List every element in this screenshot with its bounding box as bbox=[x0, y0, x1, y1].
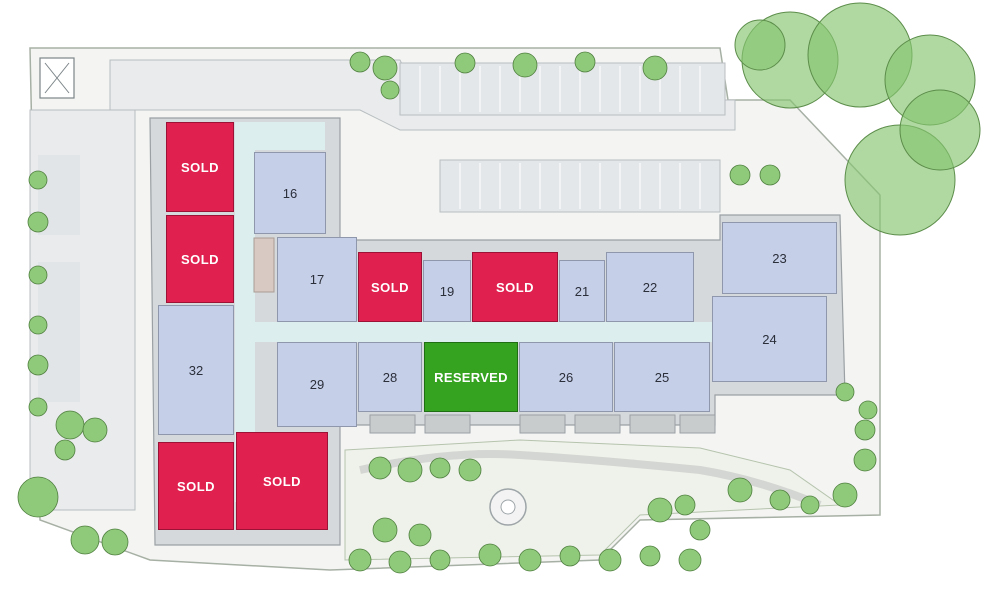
garden-path bbox=[359, 450, 822, 509]
corridor-north bbox=[250, 122, 325, 150]
unit-label: SOLD bbox=[370, 279, 410, 295]
unit-label: 23 bbox=[772, 250, 787, 266]
unit-label: 21 bbox=[574, 283, 590, 299]
unit-17[interactable]: 17 bbox=[277, 237, 357, 322]
unit-label: SOLD bbox=[176, 478, 216, 494]
unit-label: 25 bbox=[654, 369, 670, 385]
unit-label: 26 bbox=[558, 369, 574, 385]
unit-label: 32 bbox=[188, 362, 204, 378]
unit-19[interactable]: 19 bbox=[423, 260, 471, 322]
unit-label: 19 bbox=[439, 283, 455, 299]
unit-29[interactable]: 29 bbox=[277, 342, 357, 427]
unit-label: SOLD bbox=[262, 473, 302, 489]
unit-sold-c[interactable]: SOLD bbox=[358, 252, 422, 322]
unit-reserved[interactable]: RESERVED bbox=[424, 342, 518, 412]
corridor-central bbox=[235, 322, 720, 342]
unit-label: SOLD bbox=[180, 159, 220, 175]
shrubs bbox=[17, 51, 878, 574]
tree-canopy bbox=[734, 2, 981, 236]
unit-label: SOLD bbox=[180, 251, 220, 267]
unit-25[interactable]: 25 bbox=[614, 342, 710, 412]
unit-28[interactable]: 28 bbox=[358, 342, 422, 412]
unit-label: 16 bbox=[282, 185, 298, 201]
unit-16[interactable]: 16 bbox=[254, 152, 326, 234]
unit-21[interactable]: 21 bbox=[559, 260, 605, 322]
unit-label: RESERVED bbox=[434, 369, 508, 385]
unit-sold-d[interactable]: SOLD bbox=[472, 252, 558, 322]
unit-label: 17 bbox=[309, 272, 325, 287]
unit-24[interactable]: 24 bbox=[712, 296, 827, 382]
unit-label: 22 bbox=[642, 279, 658, 295]
unit-23[interactable]: 23 bbox=[722, 222, 837, 294]
patios-south bbox=[369, 414, 716, 434]
unit-label: 29 bbox=[309, 377, 325, 392]
parking-lot-west-lower bbox=[38, 262, 80, 402]
unit-label: SOLD bbox=[495, 279, 535, 295]
unit-sold-b[interactable]: SOLD bbox=[166, 215, 234, 303]
parking-stall-lines-central bbox=[459, 163, 701, 209]
unit-32[interactable]: 32 bbox=[158, 305, 234, 435]
unit-label: 24 bbox=[762, 331, 777, 347]
parking-stall-lines-north bbox=[419, 66, 701, 112]
unit-label: 28 bbox=[382, 369, 398, 385]
unit-22[interactable]: 22 bbox=[606, 252, 694, 322]
stairwell bbox=[253, 237, 275, 293]
unit-sold-a[interactable]: SOLD bbox=[166, 122, 234, 212]
parking-lot-north bbox=[399, 62, 726, 116]
unit-26[interactable]: 26 bbox=[519, 342, 613, 412]
unit-sold-e[interactable]: SOLD bbox=[158, 442, 234, 530]
unit-sold-f[interactable]: SOLD bbox=[236, 432, 328, 530]
corridor-west bbox=[235, 122, 255, 502]
